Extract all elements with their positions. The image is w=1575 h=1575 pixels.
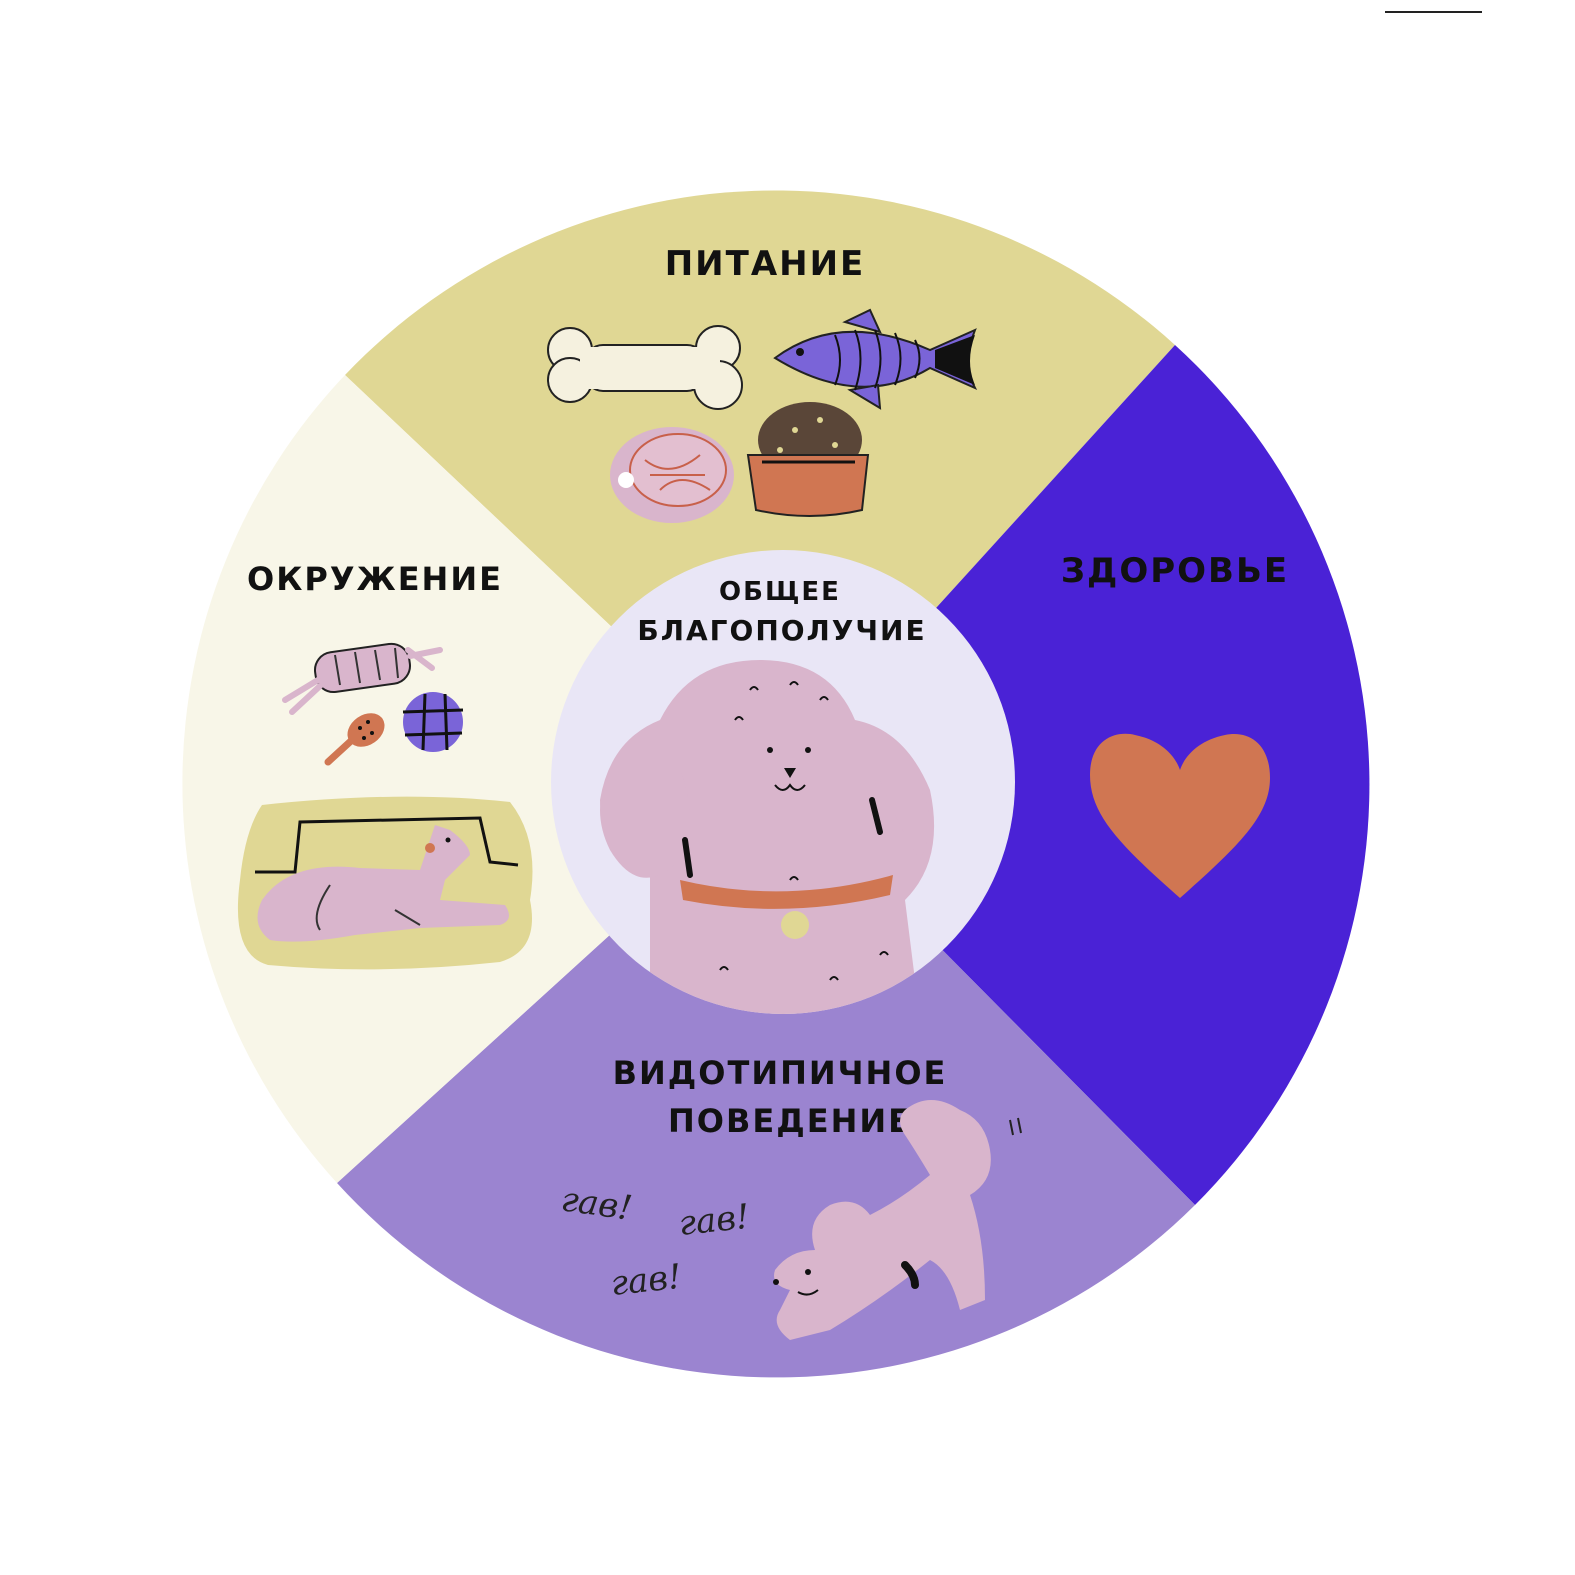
fish-icon	[773, 308, 978, 410]
bark-text-3: гав!	[609, 1257, 684, 1304]
rope-toy-icon	[282, 642, 443, 715]
heart-icon	[1090, 733, 1270, 898]
brush-icon	[324, 713, 385, 766]
lying-dog-icon	[257, 825, 509, 942]
sector-behavior-label-1: ВИДОТИПИЧНОЕ	[613, 1054, 948, 1092]
sector-nutrition-label: ПИТАНИЕ	[665, 244, 866, 284]
bone-icon	[547, 325, 743, 410]
sector-health	[777, 345, 1370, 1205]
sector-health-label: ЗДОРОВЬЕ	[1061, 551, 1289, 591]
center-label-1: ОБЩЕЕ	[719, 577, 841, 607]
playing-dog-icon	[773, 1100, 1022, 1340]
food-bowl-icon	[746, 402, 870, 517]
bark-text-2: гав!	[677, 1197, 752, 1244]
sector-environment	[182, 375, 777, 1183]
sector-behavior-label-2: ПОВЕДЕНИЕ	[668, 1102, 912, 1140]
sector-behavior	[337, 783, 1195, 1378]
steak-icon	[610, 427, 734, 523]
poodle-icon	[600, 660, 935, 1014]
sector-environment-label: ОКРУЖЕНИЕ	[247, 560, 503, 598]
center-label-2: БЛАГОПОЛУЧИЕ	[637, 614, 926, 647]
bark-text-1: гав!	[559, 1179, 635, 1228]
ball-icon	[402, 692, 464, 752]
